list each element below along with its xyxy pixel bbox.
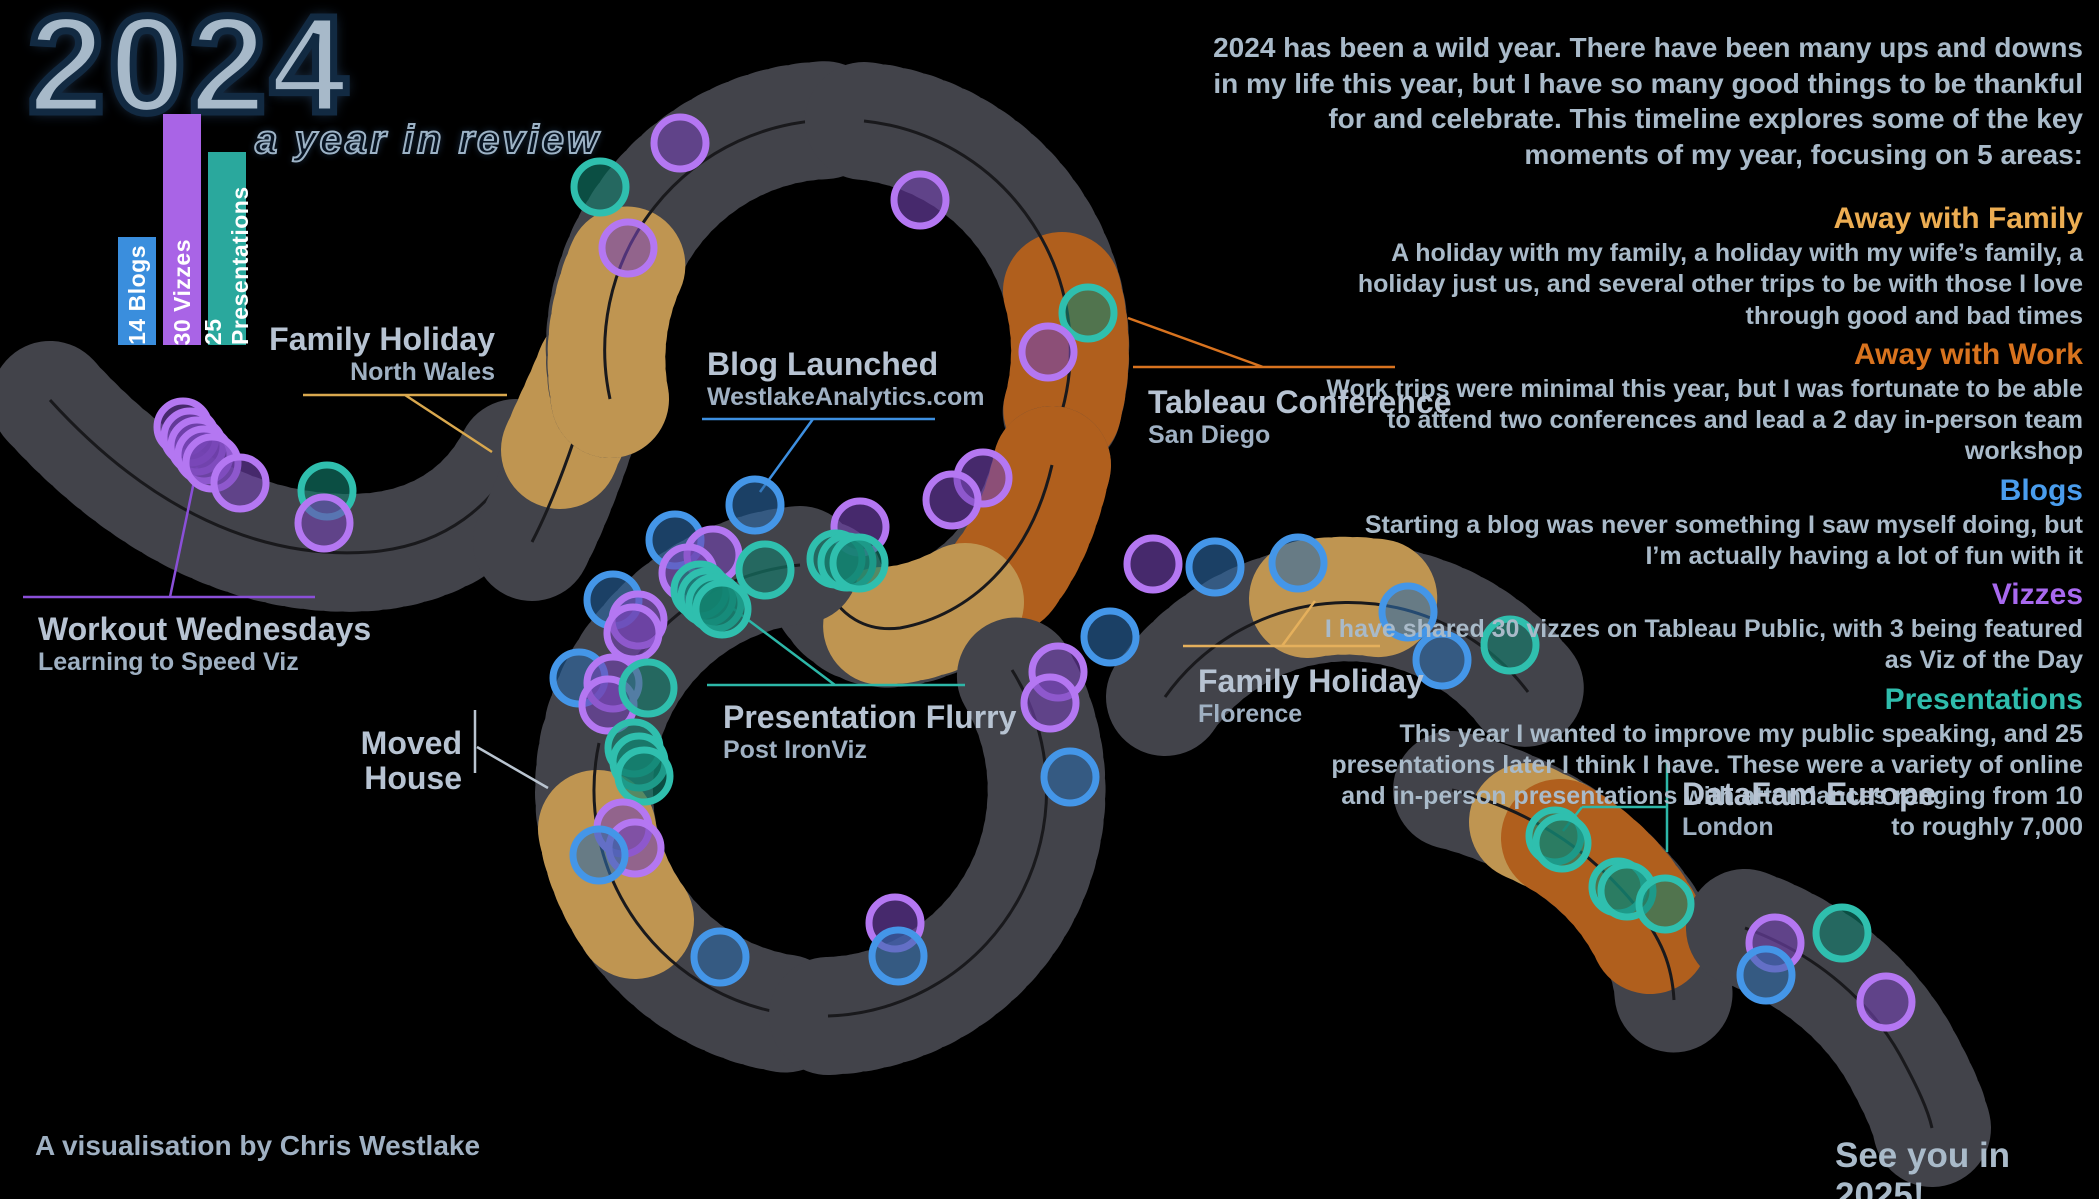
page-subtitle: a year in review <box>254 117 601 163</box>
event-mark-viz[interactable] <box>1018 322 1078 382</box>
annotation-moved-house: Moved House <box>312 725 462 797</box>
legend-bar-blogs[interactable]: 14 Blogs <box>118 237 156 345</box>
intro-paragraph: 2024 has been a wild year. There have be… <box>1213 32 2083 170</box>
event-mark-viz[interactable] <box>1856 972 1916 1032</box>
event-mark-presentation[interactable] <box>735 540 795 600</box>
event-mark-presentation[interactable] <box>570 157 630 217</box>
event-mark-blog[interactable] <box>569 825 629 885</box>
tableau-connector <box>1127 316 1395 369</box>
event-mark-blog[interactable] <box>1040 747 1100 807</box>
section-away-with-work: Away with Work Work trips were minimal t… <box>1323 338 2083 468</box>
road-segment <box>765 406 1111 688</box>
annotation-title: Moved House <box>360 725 462 797</box>
florence-connector <box>1183 600 1380 648</box>
road-segment <box>769 611 1106 1075</box>
event-mark-presentation[interactable] <box>614 746 674 806</box>
event-mark-presentation[interactable] <box>1635 874 1695 934</box>
section-heading-away-with-work: Away with Work <box>1854 337 2083 371</box>
section-presentations: Presentations This year I wanted to impr… <box>1323 683 2083 844</box>
highlight-family-florence <box>1249 536 1443 658</box>
event-mark-viz[interactable] <box>1123 534 1183 594</box>
legend-label-presentations: 25 Presentations <box>200 186 253 345</box>
section-body-presentations: This year I wanted to improve my public … <box>1331 719 2083 842</box>
legend-label-blogs: 14 Blogs <box>123 245 150 345</box>
road-segment <box>0 341 579 612</box>
annotation-subtitle: Florence <box>1198 700 1303 729</box>
event-mark-presentation[interactable] <box>1480 615 1540 675</box>
event-mark-presentation[interactable] <box>1532 813 1592 873</box>
annotation-subtitle: London <box>1682 813 1774 842</box>
annotation-title: DataFam Europe <box>1682 776 1937 812</box>
event-mark-viz[interactable] <box>598 218 658 278</box>
event-mark-blog[interactable] <box>1378 582 1438 642</box>
event-mark-viz[interactable] <box>890 170 950 230</box>
event-mark-blog[interactable] <box>1185 537 1245 597</box>
event-mark-viz[interactable] <box>922 470 982 530</box>
section-away-with-family: Away with Family A holiday with my famil… <box>1323 202 2083 332</box>
annotation-family-holiday-florence: Family Holiday Florence <box>1198 663 1424 729</box>
annotation-presentation-flurry: Presentation Flurry Post IronViz <box>723 699 1017 765</box>
road-segment <box>545 61 891 458</box>
credit-text: A visualisation by Chris Westlake <box>35 1130 481 1161</box>
closing-text: See you in 2025! <box>1835 1136 2011 1199</box>
event-mark-viz[interactable] <box>210 453 270 513</box>
section-heading-blogs: Blogs <box>1999 473 2083 507</box>
event-mark-blog[interactable] <box>1412 630 1472 690</box>
event-mark-blog[interactable] <box>868 926 928 986</box>
section-blogs: Blogs Starting a blog was never somethin… <box>1323 474 2083 573</box>
annotation-title: Presentation Flurry <box>723 699 1017 735</box>
legend-bar-vizzes[interactable]: 30 Vizzes <box>163 114 201 345</box>
event-marks-layer[interactable] <box>153 113 1916 1032</box>
event-mark-presentation[interactable] <box>692 579 752 639</box>
annotation-subtitle: North Wales <box>350 358 495 387</box>
annotation-subtitle: Learning to Speed Viz <box>38 648 299 677</box>
annotation-blog-launched: Blog Launched WestlakeAnalytics.com <box>707 346 985 412</box>
event-mark-presentation[interactable] <box>1058 283 1118 343</box>
annotation-family-holiday-north-wales: Family Holiday North Wales <box>240 321 495 387</box>
section-body-blogs: Starting a blog was never something I sa… <box>1364 510 2083 570</box>
event-mark-presentation[interactable] <box>1812 903 1872 963</box>
section-vizzes: Vizzes I have shared 30 vizzes on Tablea… <box>1323 578 2083 677</box>
annotation-title: Tableau Conference <box>1148 384 1452 420</box>
blog-connector <box>702 417 935 493</box>
annotation-title: Family Holiday <box>1198 663 1424 699</box>
annotation-subtitle: WestlakeAnalytics.com <box>707 383 985 412</box>
section-body-vizzes: I have shared 30 vizzes on Tableau Publi… <box>1324 615 2083 675</box>
section-heading-vizzes: Vizzes <box>1991 578 2083 611</box>
event-mark-presentation[interactable] <box>618 658 678 718</box>
section-body-away-with-family: A holiday with my family, a holiday with… <box>1357 239 2083 330</box>
section-body-away-with-work: Work trips were minimal this year, but I… <box>1326 374 2083 466</box>
northwales-connector <box>303 393 507 454</box>
event-mark-blog[interactable] <box>1268 533 1328 593</box>
event-mark-viz[interactable] <box>603 603 663 663</box>
annotation-subtitle: San Diego <box>1148 421 1271 450</box>
annotation-subtitle: Post IronViz <box>723 736 868 765</box>
annotation-tableau-conference: Tableau Conference San Diego <box>1148 384 1452 450</box>
event-mark-blog[interactable] <box>1080 607 1140 667</box>
section-heading-presentations: Presentations <box>1884 682 2083 716</box>
category-sections: Away with Family A holiday with my famil… <box>1323 196 2083 850</box>
event-mark-blog[interactable] <box>690 927 750 987</box>
event-mark-viz[interactable] <box>1020 673 1080 733</box>
legend-bar-presentations[interactable]: 25 Presentations <box>200 152 253 345</box>
event-mark-blog[interactable] <box>1736 945 1796 1005</box>
legend-label-vizzes: 30 Vizzes <box>168 238 195 345</box>
event-mark-viz[interactable] <box>650 113 710 173</box>
connector-lines <box>23 316 1669 852</box>
annotation-workout-wednesdays: Workout Wednesdays Learning to Speed Viz <box>38 611 372 677</box>
event-mark-presentation[interactable] <box>829 533 889 593</box>
highlight-family-northwales-2 <box>547 205 686 458</box>
section-heading-away-with-family: Away with Family <box>1833 202 2083 235</box>
annotation-title: Family Holiday <box>269 321 495 357</box>
event-mark-blog[interactable] <box>725 475 785 535</box>
annotation-title: Workout Wednesdays <box>38 611 372 647</box>
workout-connector <box>23 466 315 599</box>
moved-connector <box>473 710 549 790</box>
annotation-title: Blog Launched <box>707 346 939 382</box>
annotation-datafam-europe: DataFam Europe London <box>1682 776 1937 842</box>
event-mark-viz[interactable] <box>294 493 354 553</box>
